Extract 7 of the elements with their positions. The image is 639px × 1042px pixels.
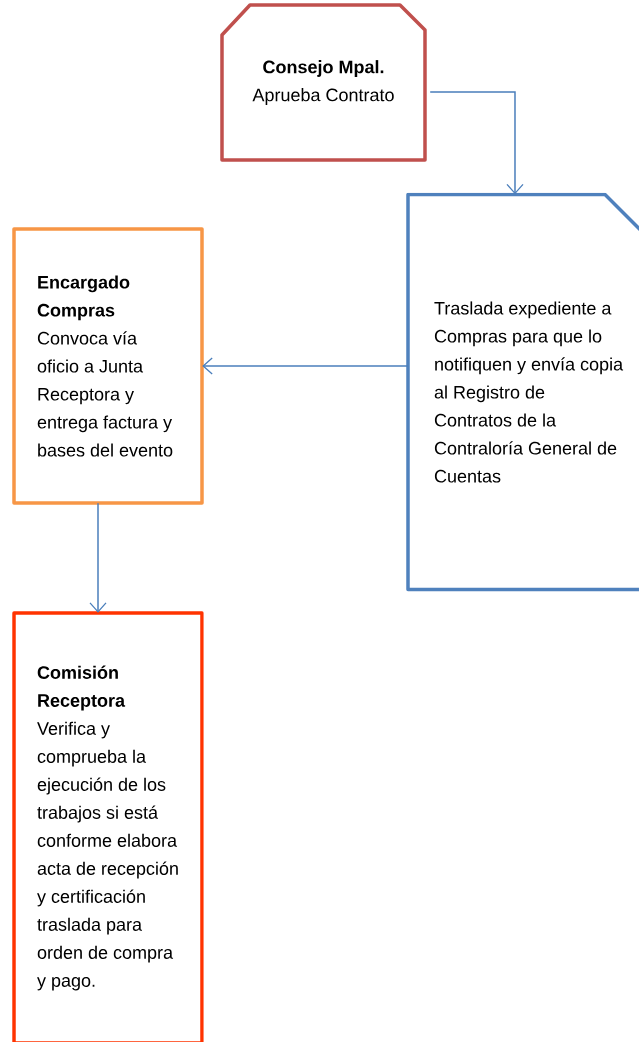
process-box: Comisión Receptora Verifica y comprueba la ejecución de los trabajos si está conforme elabora acta de recepción y certificación traslada para orden de compra y pago. (12, 611, 204, 1042)
process-box: Encargado Compras Convoca vía oficio a Junta Receptora y entrega factura y bases del evento (12, 227, 204, 505)
arrow (89, 502, 107, 613)
process-box: Consejo Mpal. Aprueba Contrato (220, 3, 427, 162)
document-box: Traslada expediente a Compras para que lo notifiquen y envía copia al Registro de Contratos de la Contraloría General de Cuentas (406, 192, 639, 592)
arrow (202, 357, 409, 375)
arrow (429, 91, 524, 195)
